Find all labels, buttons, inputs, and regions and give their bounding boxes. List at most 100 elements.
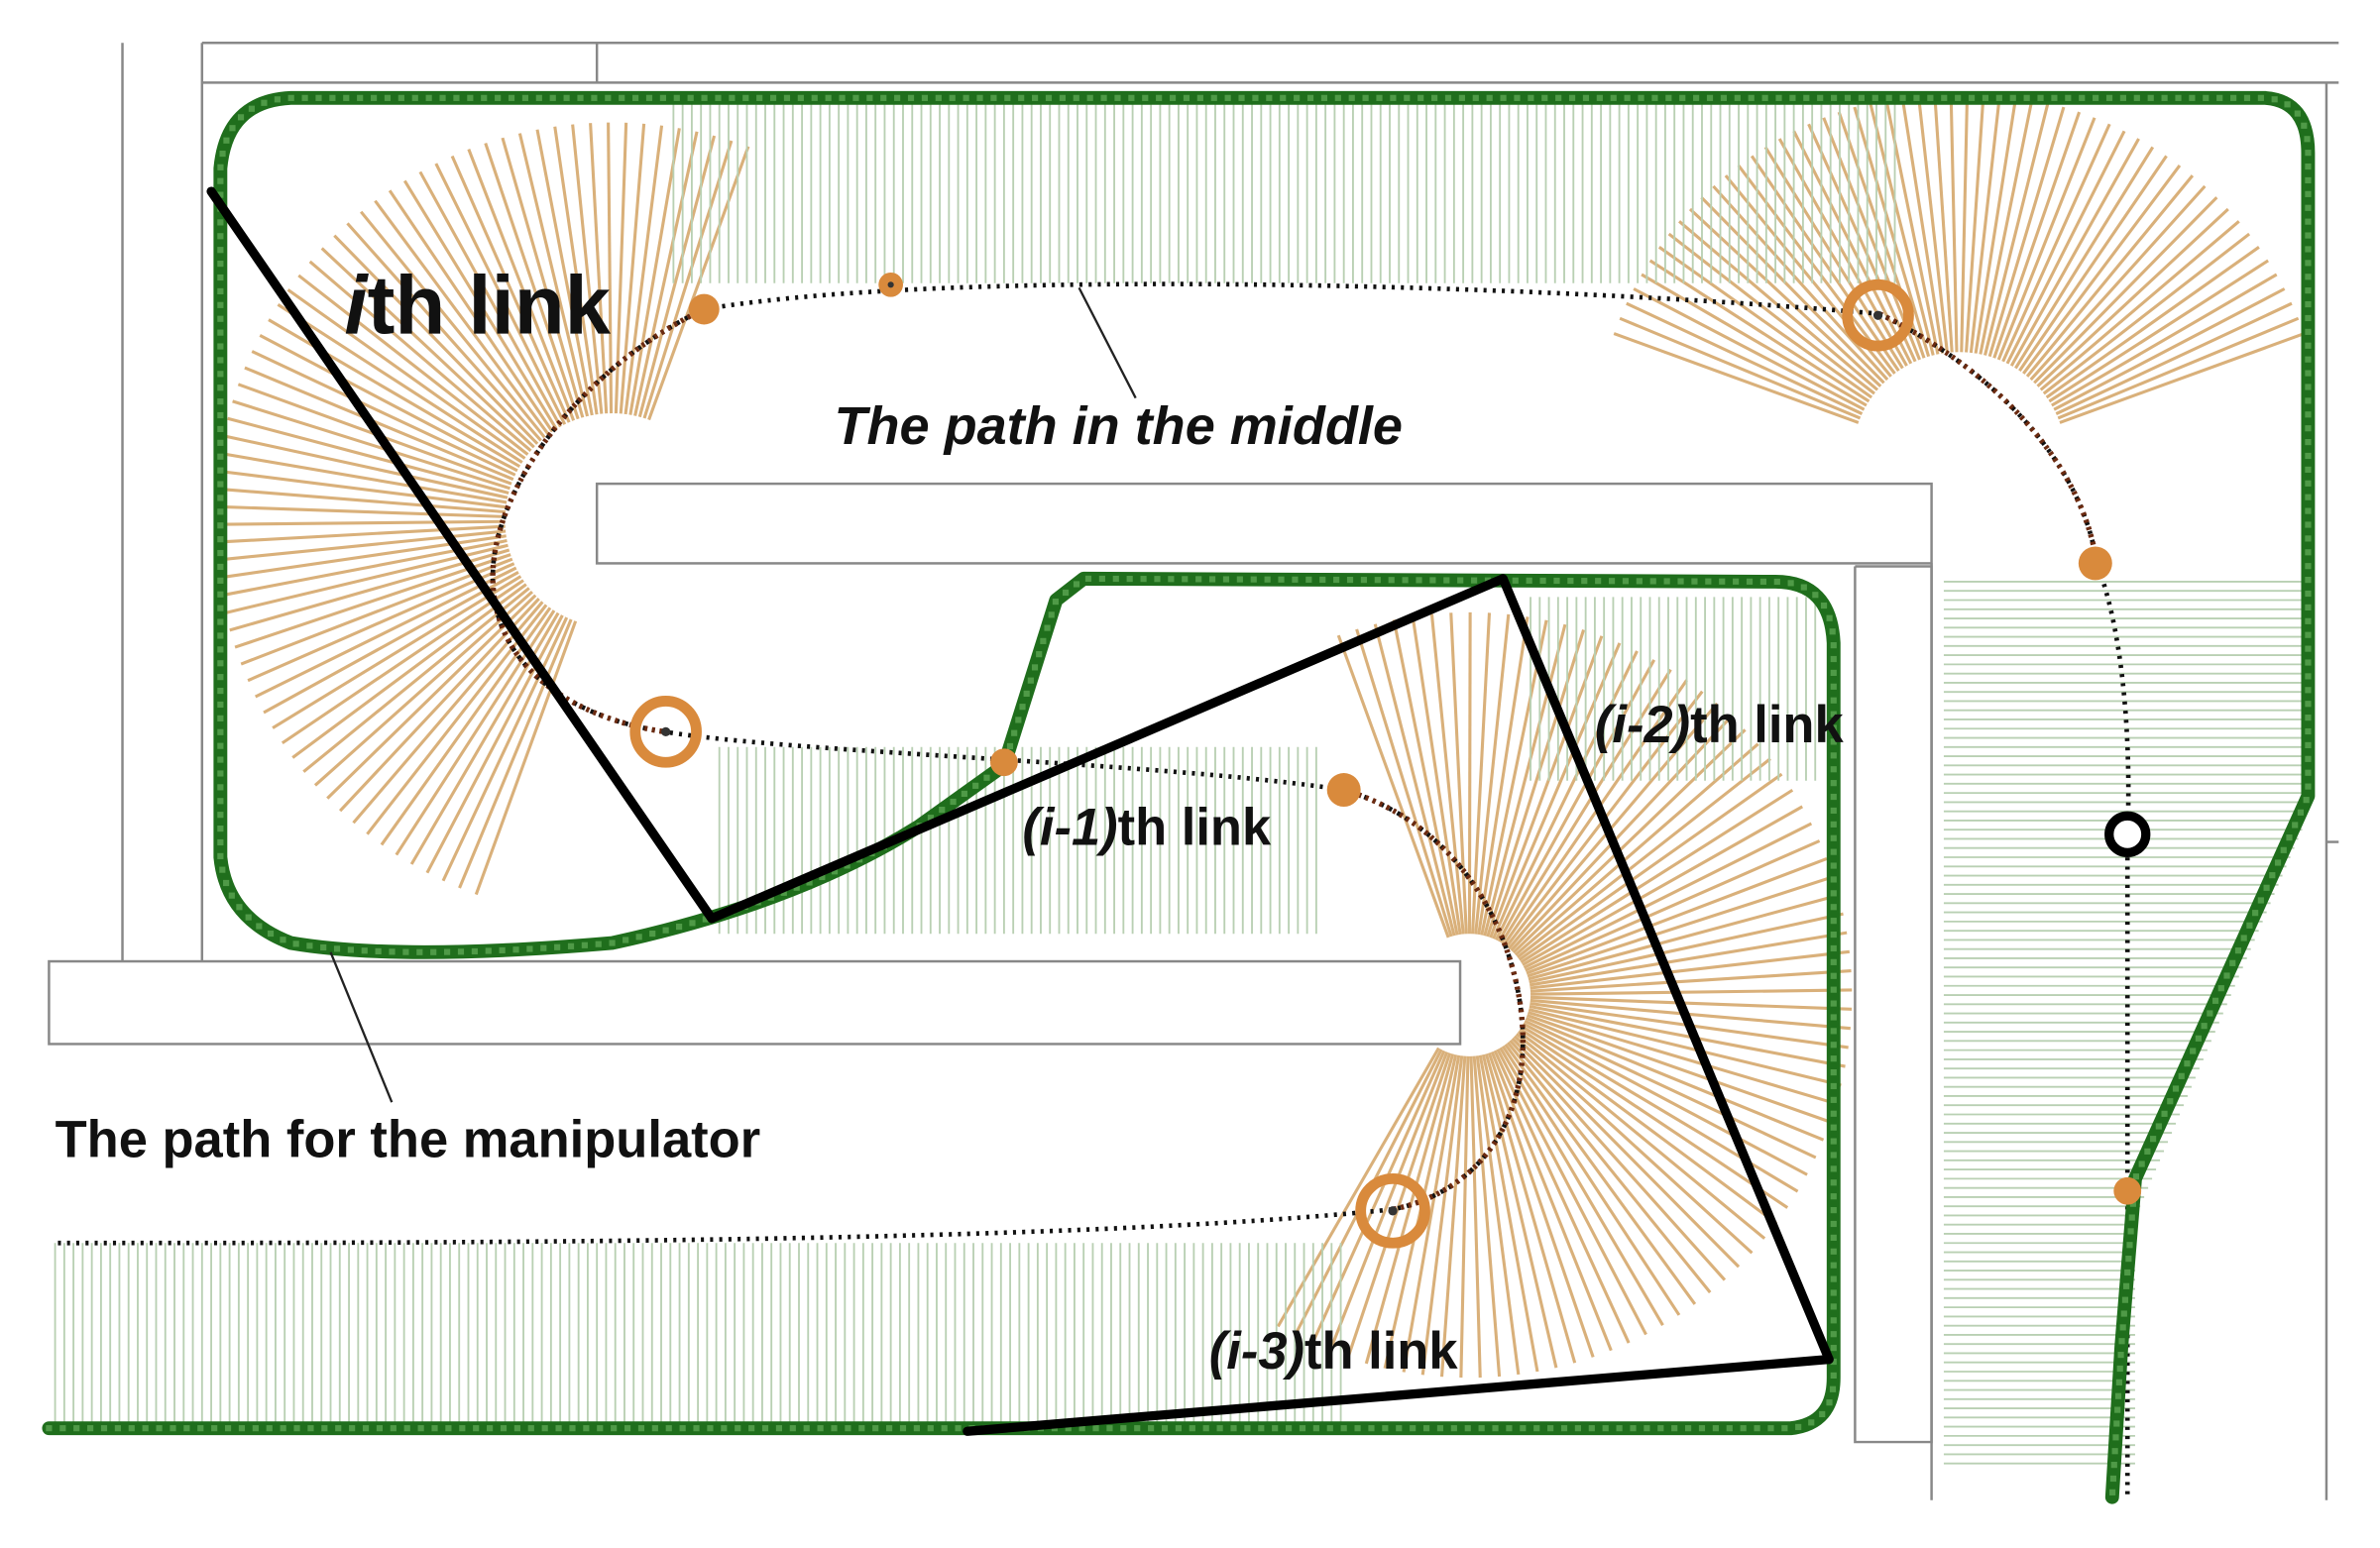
manipulator-path-tick <box>1638 94 1644 101</box>
manipulator-path-tick <box>2305 494 2312 500</box>
manipulator-path-tick <box>2189 94 2196 101</box>
manipulator-path-tick <box>495 94 502 101</box>
manipulator-path-tick <box>2116 1365 2123 1373</box>
manipulator-path-tick <box>1250 576 1257 583</box>
manipulator-path-tick <box>1830 1068 1837 1076</box>
ray-fan-left <box>254 566 517 699</box>
manipulator-path-tick <box>2305 741 2312 749</box>
ray-fan-left <box>484 142 580 420</box>
manipulator-path-tick <box>793 884 800 891</box>
manipulator-path-tick <box>955 1425 962 1432</box>
manipulator-path-tick <box>632 94 639 101</box>
manipulator-path-tick <box>1830 1345 1837 1352</box>
manipulator-path-tick <box>662 927 669 934</box>
ray-fan-lower <box>1529 931 1848 987</box>
manipulator-path-tick <box>287 94 294 101</box>
manipulator-path-tick <box>1588 1425 1595 1432</box>
manipulator-path-tick <box>521 94 529 101</box>
manipulator-path-tick <box>1520 1425 1527 1432</box>
manipulator-path-tick <box>907 94 915 101</box>
manipulator-path-tick <box>1512 577 1519 584</box>
manipulator-path-tick <box>2121 1296 2129 1303</box>
ray-fan-lower <box>1527 875 1834 978</box>
label-i1-prefix: (i-1) <box>1022 799 1117 857</box>
ray-fan-right <box>1979 98 2034 355</box>
manipulator-path-tick <box>1062 589 1070 597</box>
manipulator-path-tick <box>2305 370 2312 377</box>
manipulator-path-tick <box>1100 94 1107 101</box>
text-labels: ith link The path in the middle (i-2)th … <box>56 260 1845 1381</box>
manipulator-path-tick <box>315 94 322 101</box>
manipulator-path-tick <box>2305 687 2312 694</box>
ray-fan-lower <box>1411 615 1462 936</box>
ray-fan-lower <box>1528 1008 1842 1087</box>
manipulator-path-tick <box>1048 611 1055 618</box>
manipulator-path-tick <box>223 879 230 887</box>
manipulator-path-tick <box>237 114 245 121</box>
manipulator-path-tick <box>1789 94 1796 101</box>
manipulator-path-tick <box>1294 94 1301 101</box>
manipulator-path-tick <box>453 94 460 101</box>
ray-fans <box>54 91 2306 1465</box>
manipulator-path-tick <box>2305 314 2312 322</box>
ray-fan-lower <box>1530 988 1853 996</box>
manipulator-path-tick <box>2305 300 2312 308</box>
manipulator-path-tick <box>217 825 224 832</box>
manipulator-path-tick <box>880 94 887 101</box>
ray-fan-lower <box>1514 742 1759 956</box>
manipulator-path-tick <box>217 646 224 653</box>
manipulator-path-tick <box>402 948 409 955</box>
manipulator-path-tick <box>1376 94 1383 101</box>
manipulator-path-tick <box>1622 578 1630 585</box>
manipulator-path-tick <box>403 1425 410 1432</box>
ray-fan-lower <box>1497 659 1656 942</box>
manipulator-path-tick <box>217 439 224 446</box>
manipulator-path-tick <box>2305 260 2312 267</box>
manipulator-path-tick <box>2252 910 2259 917</box>
manipulator-path-tick <box>217 522 224 529</box>
manipulator-path-tick <box>577 94 584 101</box>
manipulator-path-tick <box>1092 1425 1099 1432</box>
ray-fan-right <box>1712 184 1889 382</box>
manipulator-path-tick <box>2257 94 2264 101</box>
ray-fan-left <box>637 135 717 418</box>
manipulator-path-tick <box>1803 94 1810 101</box>
manipulator-path-tick <box>1161 1425 1169 1432</box>
manipulator-path-tick <box>1995 94 2002 101</box>
manipulator-path-tick <box>1044 624 1051 631</box>
manipulator-path-tick <box>238 1425 246 1432</box>
joint-ring-left-center <box>661 726 671 736</box>
ray-fan-lower <box>1503 679 1688 946</box>
ray-fan-right <box>1853 106 1931 358</box>
manipulator-path-tick <box>425 94 432 101</box>
manipulator-path-tick <box>1830 890 1837 897</box>
manipulator-path-tick <box>1286 1425 1293 1432</box>
ray-fan-right <box>2051 273 2278 407</box>
manipulator-path-tick <box>1292 576 1299 583</box>
joint-dot-right <box>2078 546 2112 581</box>
manipulator-path-tick <box>1830 683 1837 690</box>
manipulator-path-tick <box>343 94 350 101</box>
ray-fan-left <box>501 137 585 418</box>
manipulator-path-tick <box>2305 190 2312 197</box>
manipulator-path-tick <box>1084 575 1092 582</box>
manipulator-path-tick <box>362 1425 370 1432</box>
ray-fan-lower <box>1512 728 1747 954</box>
manipulator-path-tick <box>248 105 255 112</box>
manipulator-path-tick <box>913 1425 920 1432</box>
manipulator-path-tick <box>219 866 226 873</box>
manipulator-path-tick <box>693 1425 700 1432</box>
manipulator-path-tick <box>2305 411 2312 418</box>
manipulator-path-tick <box>1417 94 1424 101</box>
manipulator-path-tick <box>2230 94 2237 101</box>
ray-fan-left <box>244 366 514 482</box>
manipulator-path-tick <box>430 948 437 955</box>
manipulator-path-tick <box>1830 1248 1837 1255</box>
manipulator-path-tick <box>1478 1425 1485 1432</box>
manipulator-path-tick <box>431 1425 438 1432</box>
ray-fan-lower <box>1529 912 1844 984</box>
manipulator-path-tick <box>1568 94 1576 101</box>
ray-fan-right <box>2001 123 2111 363</box>
manipulator-path-tick <box>2119 1324 2126 1331</box>
manipulator-path-tick <box>735 1425 741 1432</box>
